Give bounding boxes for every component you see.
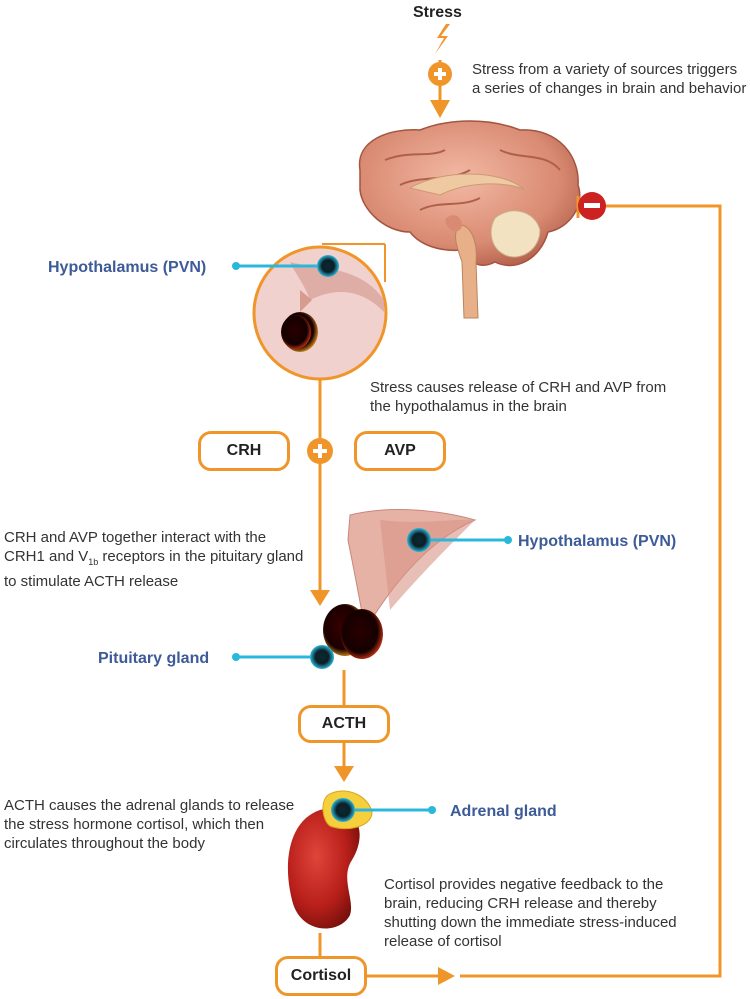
note-receptor-part-a: CRH and AVP together interact with the C… [4, 529, 267, 565]
label-hypothalamus-mid: Hypothalamus (PVN) [518, 533, 677, 550]
acth-box: ACTH [298, 705, 390, 743]
stress-title: Stress [413, 4, 462, 21]
feedback-arrow-head [438, 967, 455, 985]
stress-arrow-head [430, 100, 450, 118]
pointer-dot-mid [504, 536, 512, 544]
crh-box: CRH [198, 431, 290, 471]
plus-circle-icon [428, 62, 452, 86]
note-stress-sources: Stress from a variety of sources trigger… [472, 61, 747, 97]
hypothalamus-zoom-circle [252, 245, 388, 381]
avp-box: AVP [354, 431, 446, 471]
pointer-dot [232, 262, 240, 270]
minus-circle-icon [578, 192, 606, 220]
label-adrenal: Adrenal gland [450, 803, 557, 820]
crh-avp-arrow-head [310, 590, 330, 606]
note-receptor-part-b: receptors in the pituitary gland to stim… [4, 548, 304, 590]
kidney-illustration [287, 790, 373, 929]
lightning-bolt-icon [435, 24, 450, 54]
cortisol-box: Cortisol [275, 956, 367, 996]
pointer-dot-pit [232, 653, 240, 661]
pointer-dot-adrenal [428, 806, 436, 814]
label-hypothalamus-top: Hypothalamus (PVN) [48, 259, 207, 276]
label-pituitary: Pituitary gland [98, 650, 210, 667]
note-receptor-interaction: CRH and AVP together interact with the C… [4, 528, 309, 591]
pituitary-illustration [310, 509, 477, 669]
feedback-line [460, 204, 722, 978]
note-crh-avp-release: Stress causes release of CRH and AVP fro… [370, 379, 667, 415]
note-receptor-subscript: 1b [88, 557, 99, 567]
plus-circle-icon [307, 438, 333, 464]
acth-arrow-head [334, 766, 354, 782]
note-acth-effect: ACTH causes the adrenal glands to releas… [4, 797, 295, 852]
brain-illustration [358, 120, 581, 319]
note-cortisol-feedback: Cortisol provides negative feedback to t… [384, 876, 677, 950]
